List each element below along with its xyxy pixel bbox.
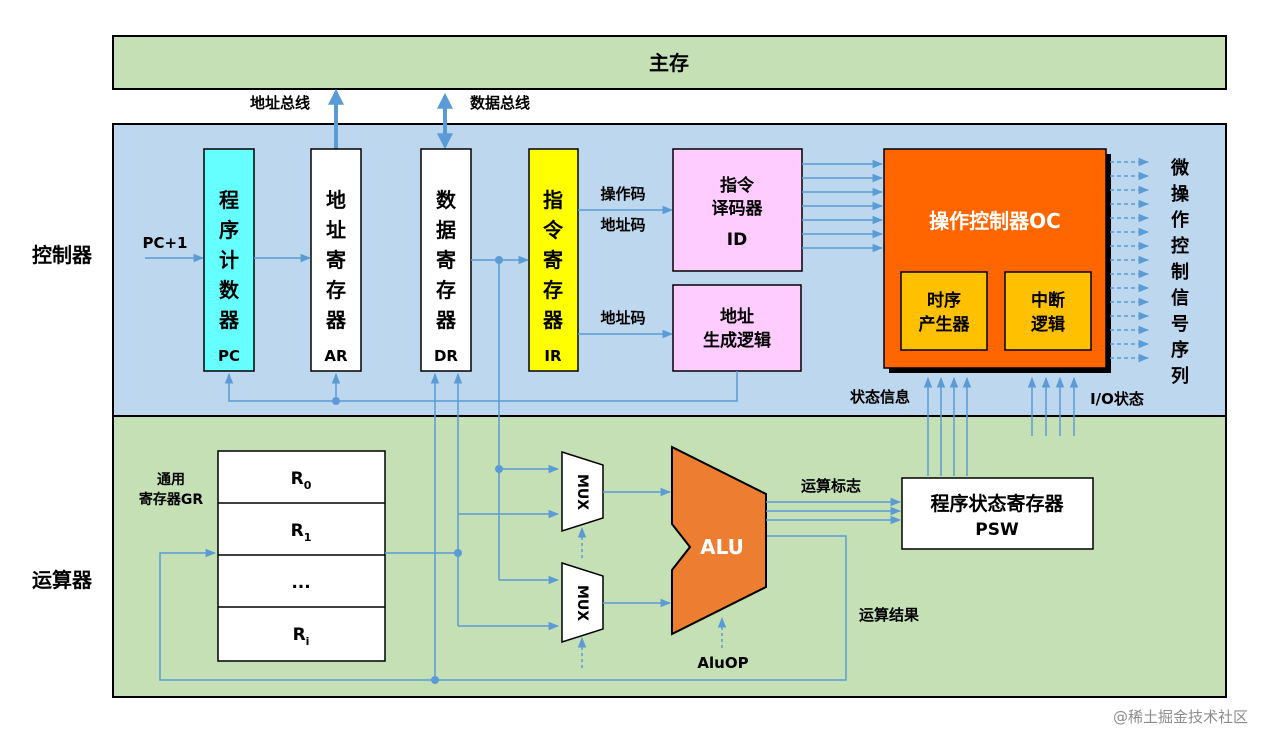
pc-char-3: 数 — [219, 278, 240, 302]
psw-line2: PSW — [975, 520, 1019, 540]
dr-char-1: 据 — [436, 218, 456, 242]
dr-char-3: 存 — [436, 278, 456, 302]
dr-char-4: 器 — [435, 308, 457, 332]
interrupt-logic — [1004, 271, 1092, 351]
psw-line1: 程序状态寄存器 — [930, 492, 1064, 515]
timing-line2: 产生器 — [919, 314, 971, 335]
ir-char-3: 存 — [543, 278, 563, 302]
id-abbr: ID — [727, 230, 747, 250]
instruction-decoder — [672, 148, 803, 272]
timing-generator — [900, 271, 988, 351]
ir-register — [528, 148, 579, 372]
ar-char-3: 存 — [326, 278, 346, 302]
junction-dot — [495, 465, 503, 473]
pc-abbr: PC — [218, 347, 240, 365]
id-line1: 指令 — [720, 175, 755, 196]
pc-register — [203, 148, 255, 372]
ir-char-0: 指 — [543, 188, 563, 212]
dr-abbr: DR — [434, 347, 458, 365]
address-bus-label: 地址总线 — [250, 94, 310, 112]
pc-char-2: 计 — [219, 248, 239, 272]
timing-line1: 时序 — [927, 290, 961, 311]
dr-register — [420, 148, 472, 372]
io-status-arrows — [1027, 376, 1079, 436]
alu-unit — [671, 445, 767, 636]
status-info-label: 状态信息 — [850, 388, 910, 406]
register-ri: Ri — [293, 625, 310, 648]
mux-lower — [561, 561, 604, 644]
micro-char-1: 操 — [1171, 183, 1190, 205]
id-line2: 译码器 — [712, 199, 764, 219]
ir-char-2: 寄 — [543, 248, 563, 272]
ar-register — [310, 148, 362, 372]
addrgen-line1: 地址 — [720, 306, 754, 327]
interrupt-line2: 逻辑 — [1031, 314, 1065, 335]
mux-upper-label: MUX — [574, 474, 590, 510]
micro-op-arrows — [1110, 157, 1150, 363]
ar-abbr: AR — [324, 347, 348, 365]
addrgen-line2: 生成逻辑 — [703, 330, 771, 351]
micro-char-6: 号 — [1171, 314, 1189, 335]
interrupt-line1: 中断 — [1031, 290, 1065, 311]
micro-char-8: 列 — [1171, 366, 1189, 387]
register-ellipsis: ... — [291, 573, 310, 593]
opcode-label: 操作码 — [600, 185, 645, 203]
register-r0: R0 — [291, 469, 312, 492]
psw-register — [901, 477, 1094, 550]
io-status-label: I/O状态 — [1090, 390, 1144, 408]
addr-code-label-1: 地址码 — [600, 216, 645, 234]
register-r1: R1 — [291, 521, 312, 544]
datapath-wires — [159, 260, 847, 681]
alu-to-psw-arrows — [766, 497, 902, 525]
micro-char-0: 微 — [1170, 157, 1189, 179]
junction-dot — [431, 676, 439, 684]
aluop-label: AluOP — [697, 654, 748, 672]
micro-char-3: 控 — [1171, 235, 1189, 257]
micro-char-2: 作 — [1171, 209, 1189, 231]
status-info-arrows — [923, 376, 972, 476]
ar-char-4: 器 — [325, 308, 347, 332]
address-generation-logic — [672, 284, 802, 372]
watermark: @稀土掘金技术社区 — [1113, 708, 1248, 726]
ar-char-1: 址 — [326, 218, 346, 242]
data-bus-label: 数据总线 — [470, 94, 530, 112]
dr-char-2: 寄 — [436, 248, 456, 272]
main-memory-label: 主存 — [649, 51, 689, 75]
main-memory-box — [112, 35, 1227, 90]
op-result-label: 运算结果 — [859, 606, 920, 624]
mux-upper — [561, 450, 604, 533]
ir-char-4: 器 — [542, 308, 564, 332]
gr-label-line2: 寄存器GR — [139, 491, 203, 508]
gr-label-line1: 通用 — [157, 472, 185, 488]
pc-plus-one-label: PC+1 — [142, 234, 187, 252]
ar-char-0: 地 — [326, 188, 346, 212]
pc-char-0: 程 — [219, 188, 239, 212]
ir-char-1: 令 — [543, 218, 564, 242]
junction-dot — [332, 397, 340, 405]
ir-abbr: IR — [544, 347, 562, 365]
op-flags-label: 运算标志 — [801, 477, 861, 495]
addr-code-label-2: 地址码 — [600, 309, 645, 327]
pc-char-4: 器 — [218, 308, 240, 332]
ar-char-2: 寄 — [326, 248, 346, 272]
dr-char-0: 数 — [436, 188, 457, 212]
micro-char-7: 序 — [1171, 339, 1189, 361]
alu-section-label: 运算器 — [32, 568, 93, 592]
id-to-oc-arrows — [802, 159, 884, 253]
mux-lower-label: MUX — [574, 585, 590, 621]
micro-char-5: 信 — [1171, 287, 1189, 309]
micro-char-4: 制 — [1171, 262, 1189, 283]
address-feedback-wires — [224, 371, 738, 402]
junction-dot — [454, 549, 462, 557]
general-registers — [217, 450, 386, 662]
oc-title: 操作控制器OC — [929, 209, 1061, 233]
controller-label: 控制器 — [32, 243, 93, 267]
pc-char-1: 序 — [219, 218, 239, 242]
alu-label: ALU — [700, 535, 744, 559]
